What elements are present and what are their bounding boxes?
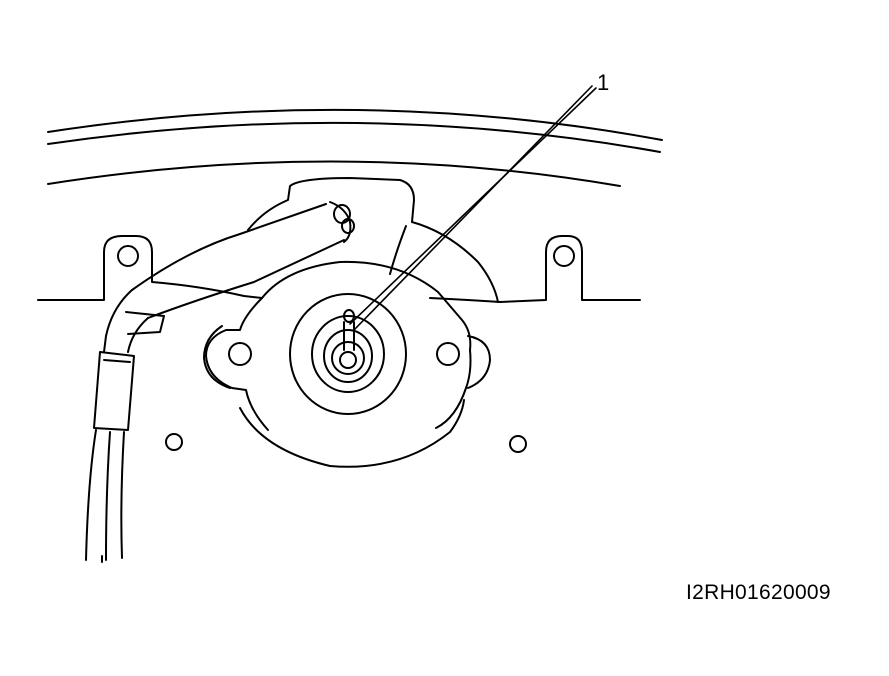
left-ear-hole (228, 342, 252, 366)
lower-left-hole (165, 433, 183, 451)
motor-body (205, 260, 472, 468)
housing-flange (37, 235, 641, 303)
motor-hub (289, 293, 407, 415)
upper-bracket (247, 177, 499, 303)
shaft-end (339, 351, 357, 369)
housing-outer-rim (47, 108, 663, 187)
callout-number-1: 1 (597, 70, 610, 95)
wire-harness (85, 201, 355, 563)
motor-mount-ears (203, 325, 491, 389)
right-ear-hole (436, 342, 460, 366)
figure-reference-code: I2RH01620009 (686, 581, 831, 604)
leader-line-1 (349, 85, 597, 331)
right-tab-hole (553, 245, 575, 267)
lower-right-hole (509, 435, 527, 453)
left-tab-hole (117, 245, 139, 267)
